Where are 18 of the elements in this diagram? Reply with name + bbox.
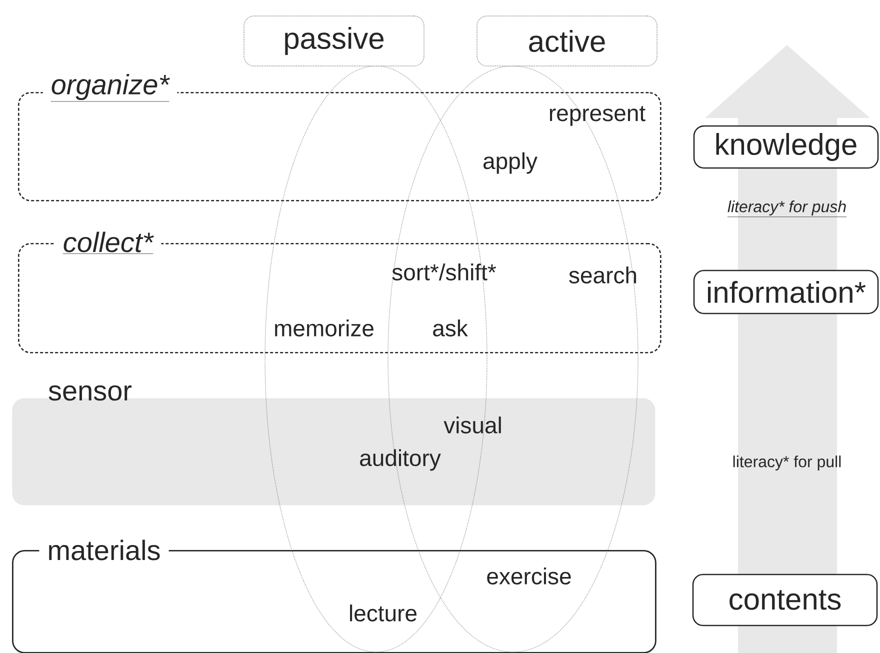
word-label: memorize [275, 320, 374, 336]
word-label: ask [433, 320, 468, 336]
word-label: sort*/shift* [392, 264, 496, 280]
label-box: passive [244, 16, 424, 66]
word-label: represent [550, 106, 646, 126]
word-label: auditory [360, 449, 441, 471]
word-label: apply [483, 152, 538, 174]
level-box: knowledge [693, 125, 879, 169]
word-label: literacy* for push [727, 200, 847, 218]
label-box: active [476, 16, 658, 66]
level-box: information* [693, 270, 879, 314]
word-label: visual [444, 416, 501, 434]
word-label: lecture [350, 604, 416, 622]
level-box: contents [692, 574, 878, 626]
word-label: literacy* for pull [733, 456, 841, 470]
word-label: exercise [487, 568, 571, 584]
word-label: search [569, 266, 636, 284]
node-label: sensor [48, 385, 132, 401]
